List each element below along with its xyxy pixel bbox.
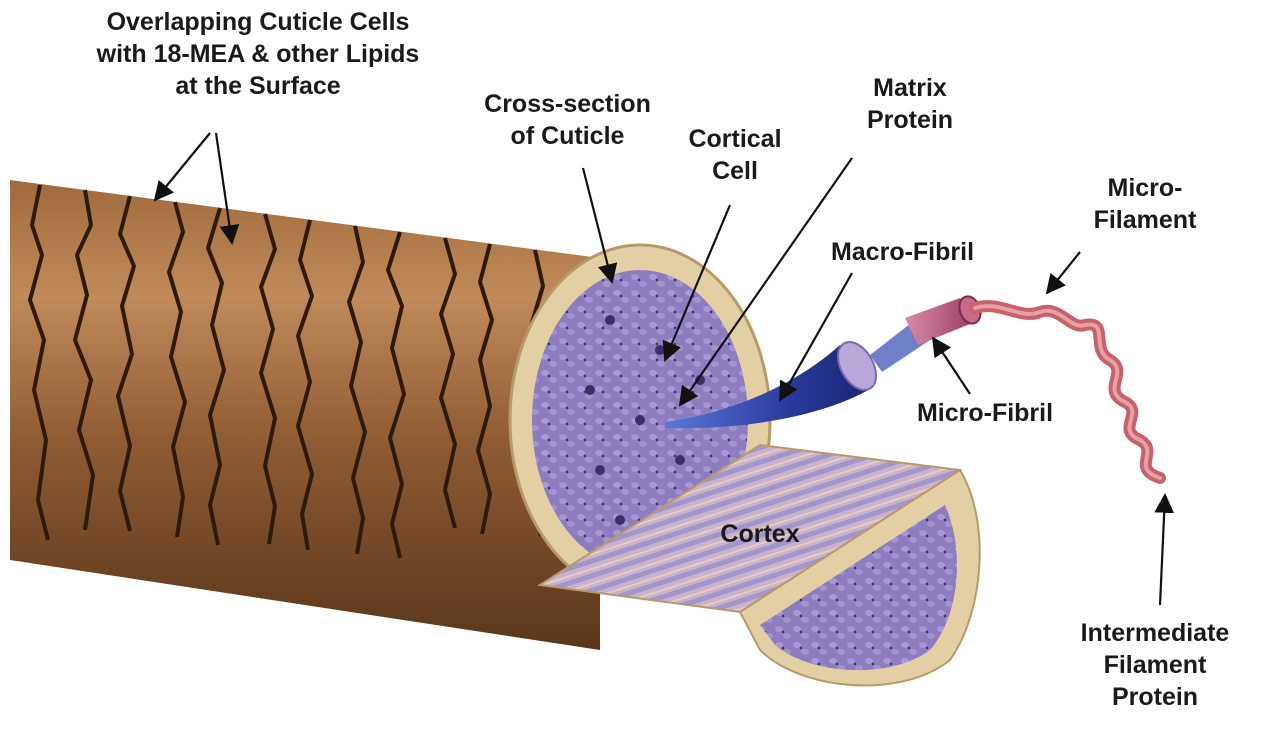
label-micro-fibril: Micro-Fibril: [895, 397, 1075, 429]
label-cuticle-cells-line3: at the Surface: [58, 70, 458, 102]
label-intermediate-filament-protein: Intermediate Filament Protein: [1050, 617, 1260, 713]
label-macro-fibril: Macro-Fibril: [805, 236, 1000, 268]
label-ifp-line3: Protein: [1050, 681, 1260, 713]
label-matrix-protein: Matrix Protein: [835, 72, 985, 136]
label-matrix-protein-line2: Protein: [835, 104, 985, 136]
label-matrix-protein-line1: Matrix: [835, 72, 985, 104]
label-cortical-cell-line1: Cortical: [670, 123, 800, 155]
label-cortical-cell-line2: Cell: [670, 155, 800, 187]
label-cortical-cell: Cortical Cell: [670, 123, 800, 187]
label-cross-section-line1: Cross-section: [460, 88, 675, 120]
micro-filament-strand: [975, 306, 1160, 478]
label-cross-section-line2: of Cuticle: [460, 120, 675, 152]
label-micro-filament: Micro- Filament: [1070, 172, 1220, 236]
label-ifp-line2: Filament: [1050, 649, 1260, 681]
label-cuticle-cells-line2: with 18-MEA & other Lipids: [58, 38, 458, 70]
label-micro-fibril-text: Micro-Fibril: [895, 397, 1075, 429]
micro-fibril-shape: [870, 293, 984, 372]
label-cross-section: Cross-section of Cuticle: [460, 88, 675, 152]
label-ifp-line1: Intermediate: [1050, 617, 1260, 649]
label-cuticle-cells: Overlapping Cuticle Cells with 18-MEA & …: [58, 6, 458, 102]
label-macro-fibril-text: Macro-Fibril: [805, 236, 1000, 268]
label-cuticle-cells-line1: Overlapping Cuticle Cells: [58, 6, 458, 38]
label-micro-filament-line2: Filament: [1070, 204, 1220, 236]
label-cortex-text: Cortex: [700, 518, 820, 550]
label-cortex: Cortex: [700, 518, 820, 550]
label-micro-filament-line1: Micro-: [1070, 172, 1220, 204]
